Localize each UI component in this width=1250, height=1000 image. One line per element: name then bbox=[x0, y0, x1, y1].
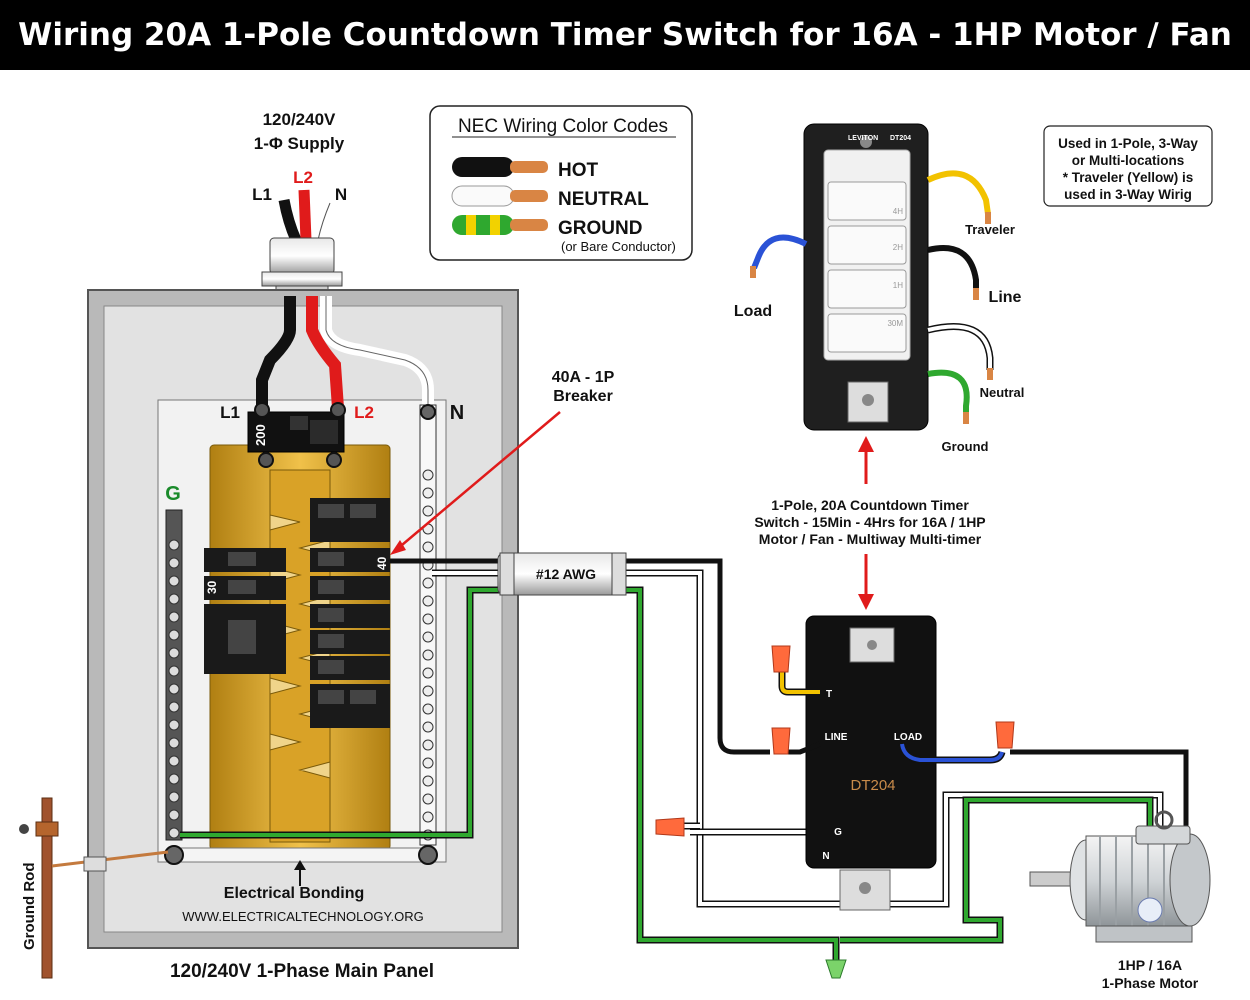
breaker-callout-label: Breaker bbox=[553, 388, 613, 405]
button-1h: 1H bbox=[893, 281, 903, 290]
supply-l2-label: L2 bbox=[293, 168, 313, 187]
nec-color-legend: NEC Wiring Color Codes HOT NEUTRAL GROUN… bbox=[429, 105, 693, 261]
back-line-terminal: LINE bbox=[825, 732, 848, 743]
main-breaker-rating: 200 bbox=[253, 424, 268, 446]
switch-front-model: DT204 bbox=[890, 135, 911, 142]
legend-neutral-wire bbox=[451, 185, 548, 207]
note-line-2: or Multi-locations bbox=[1072, 153, 1185, 168]
back-load-terminal: LOAD bbox=[894, 732, 922, 743]
wiring-diagram: 120/240V 1-Φ Supply L1 L2 N NEC Wiring C… bbox=[19, 105, 1213, 991]
back-n-terminal: N bbox=[822, 851, 829, 862]
supply-l1-label: L1 bbox=[252, 185, 272, 204]
supply-n-label: N bbox=[335, 185, 347, 204]
supply-voltage: 120/240V bbox=[263, 110, 336, 129]
note-line-3: * Traveler (Yellow) is bbox=[1063, 170, 1194, 185]
legend-title: NEC Wiring Color Codes bbox=[458, 116, 668, 137]
legend-hot-label: HOT bbox=[558, 160, 599, 181]
breaker-callout-rating: 40A - 1P bbox=[552, 369, 615, 386]
wire-nuts bbox=[655, 645, 1015, 979]
legend-ground-label: GROUND bbox=[558, 218, 642, 239]
usage-note: Used in 1-Pole, 3-Way or Multi-locations… bbox=[1043, 125, 1213, 207]
bonding-strap bbox=[164, 845, 438, 865]
panel-l2-label: L2 bbox=[354, 403, 374, 422]
switch-brand: LEVITON bbox=[848, 135, 878, 142]
ground-rod-label: Ground Rod bbox=[21, 863, 38, 950]
legend-hot-wire bbox=[452, 157, 548, 177]
ground-bar bbox=[165, 509, 183, 841]
legend-neutral-label: NEUTRAL bbox=[558, 189, 649, 210]
front-traveler-label: Traveler bbox=[965, 222, 1015, 237]
panel-feeder-wires bbox=[256, 296, 434, 409]
title-bar: Wiring 20A 1-Pole Countdown Timer Switch… bbox=[0, 0, 1250, 70]
switch-desc-line-2: Switch - 15Min - 4Hrs for 16A / 1HP bbox=[754, 514, 985, 530]
motor-rating: 1HP / 16A bbox=[1118, 957, 1182, 973]
back-t-terminal: T bbox=[826, 689, 832, 700]
switch-back-leads bbox=[778, 672, 1006, 764]
breaker-callout-arrow bbox=[395, 411, 561, 551]
switch-front: LEVITON DT204 4H 2H 1H 30M bbox=[803, 123, 929, 431]
panel-n-label: N bbox=[450, 402, 464, 424]
conduit-connector bbox=[261, 237, 343, 297]
branch-breakers: 30 40 bbox=[204, 498, 390, 728]
front-neutral-label: Neutral bbox=[980, 385, 1025, 400]
note-line-4: used in 3-Way Wirig bbox=[1064, 187, 1192, 202]
neutral-bar bbox=[419, 404, 437, 846]
panel-g-label: G bbox=[165, 483, 181, 505]
motor bbox=[1029, 810, 1211, 943]
button-2h: 2H bbox=[893, 243, 903, 252]
diagram-title: Wiring 20A 1-Pole Countdown Timer Switch… bbox=[18, 17, 1232, 53]
legend-ground-wire bbox=[452, 215, 548, 235]
button-30m: 30M bbox=[887, 319, 903, 328]
desc-arrow-up-head bbox=[858, 436, 874, 452]
legend-ground-note: (or Bare Conductor) bbox=[561, 239, 676, 254]
bonding-arrow-head bbox=[294, 860, 306, 870]
switch-back: T LINE LOAD DT204 G N bbox=[805, 615, 937, 911]
front-load-label: Load bbox=[734, 303, 772, 320]
note-line-1: Used in 1-Pole, 3-Way bbox=[1058, 136, 1198, 151]
back-model-label: DT204 bbox=[850, 777, 895, 794]
switch-desc-line-3: Motor / Fan - Multiway Multi-timer bbox=[759, 531, 982, 547]
ground-rod bbox=[19, 797, 169, 979]
supply-labels: 120/240V 1-Φ Supply L1 L2 N bbox=[252, 110, 347, 204]
supply-wires bbox=[278, 189, 336, 243]
cable-size-label: #12 AWG bbox=[536, 566, 596, 582]
button-4h: 4H bbox=[893, 207, 903, 216]
panel-l1-label: L1 bbox=[220, 403, 240, 422]
back-g-terminal: G bbox=[834, 827, 842, 838]
bonding-label: Electrical Bonding bbox=[224, 885, 364, 902]
breaker-callout-arrow-head bbox=[390, 540, 406, 555]
switch-desc-line-1: 1-Pole, 20A Countdown Timer bbox=[771, 497, 969, 513]
breaker-30-label: 30 bbox=[205, 580, 219, 594]
website-label: WWW.ELECTRICALTECHNOLOGY.ORG bbox=[182, 909, 424, 924]
cable-conduit bbox=[497, 552, 627, 596]
main-breaker: 200 bbox=[247, 402, 346, 468]
front-ground-label: Ground bbox=[942, 439, 989, 454]
panel-caption: 120/240V 1-Phase Main Panel bbox=[170, 961, 434, 982]
desc-arrow-down-head bbox=[858, 594, 874, 610]
motor-type: 1-Phase Motor bbox=[1102, 975, 1199, 991]
switch-front-leads bbox=[750, 170, 994, 424]
breaker-40-label: 40 bbox=[375, 556, 389, 570]
front-line-label: Line bbox=[989, 289, 1022, 306]
supply-phase: 1-Φ Supply bbox=[254, 134, 345, 153]
